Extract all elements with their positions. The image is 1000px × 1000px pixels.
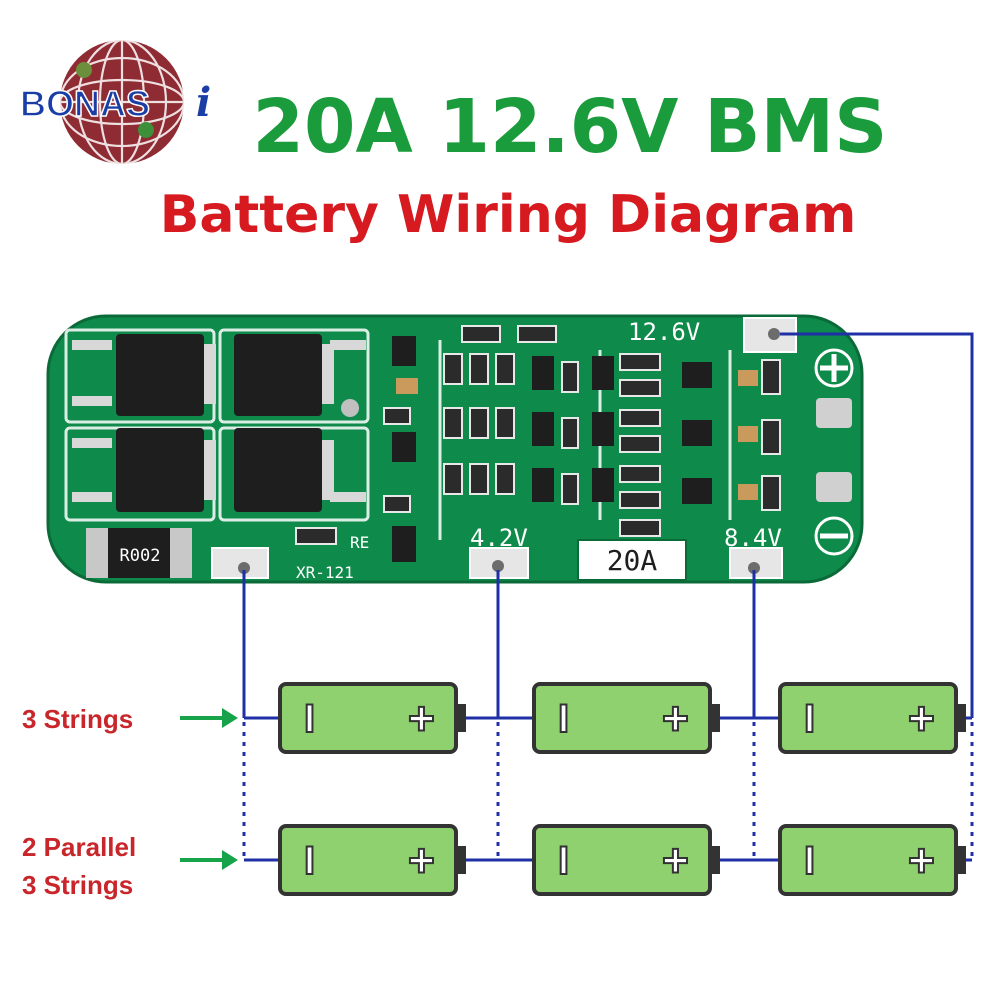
mosfet-array [72,334,366,512]
arrow-right-icon [180,708,238,728]
wiring [242,332,974,862]
row-label-3-strings: 3 Strings [22,704,133,734]
re-mark: RE [350,533,369,552]
battery-positive-mark: + [408,834,435,886]
bms-pcb-board: R002 RE XR-121 12.6V 4.2V 8.4V 20A [46,314,864,584]
battery-cell: I + [278,682,466,754]
current-badge [577,539,687,581]
bonas-logo: BONAS i [19,38,211,166]
solder-pads [211,317,797,579]
battery-positive-mark: + [408,692,435,744]
battery-positive-mark: + [662,834,689,886]
battery-negative-mark: I [804,839,815,883]
battery-negative-mark: I [304,697,315,741]
logo-mark: i [196,79,211,126]
shunt-label: R002 [120,546,161,566]
battery-row-1: I + I + I + [278,682,966,754]
battery-cell: I + [532,824,720,896]
logo-text: BONAS [20,83,150,124]
battery-negative-mark: I [304,839,315,883]
parallel-links [242,722,974,858]
battery-cell: I + [778,682,966,754]
battery-cell: I + [278,824,466,896]
battery-positive-mark: + [908,692,935,744]
battery-positive-mark: + [662,692,689,744]
page-title: 20A 12.6V BMS [253,84,888,170]
globe-dot-icon [76,62,92,78]
shunt-resistor: R002 [86,528,192,578]
current-badge-text: 20A [607,544,658,577]
battery-positive-mark: + [908,834,935,886]
battery-negative-mark: I [804,697,815,741]
battery-negative-mark: I [558,697,569,741]
arrow-right-icon [180,850,238,870]
battery-cell: I + [532,682,720,754]
model-label: XR-121 [296,563,354,582]
minus-icon [814,516,854,556]
battery-cell: I + [778,824,966,896]
globe-dot-icon [138,122,154,138]
smd-components [295,325,781,562]
wire-12v6 [780,332,974,718]
battery-negative-mark: I [558,839,569,883]
row-label-2-parallel: 2 Parallel [22,832,136,862]
battery-row-2: I + I + I + [278,824,966,896]
plus-icon [814,348,854,388]
page-subtitle: Battery Wiring Diagram [160,185,857,245]
label-12v6: 12.6V [628,318,700,346]
row-label-3-strings-2: 3 Strings [22,870,133,900]
